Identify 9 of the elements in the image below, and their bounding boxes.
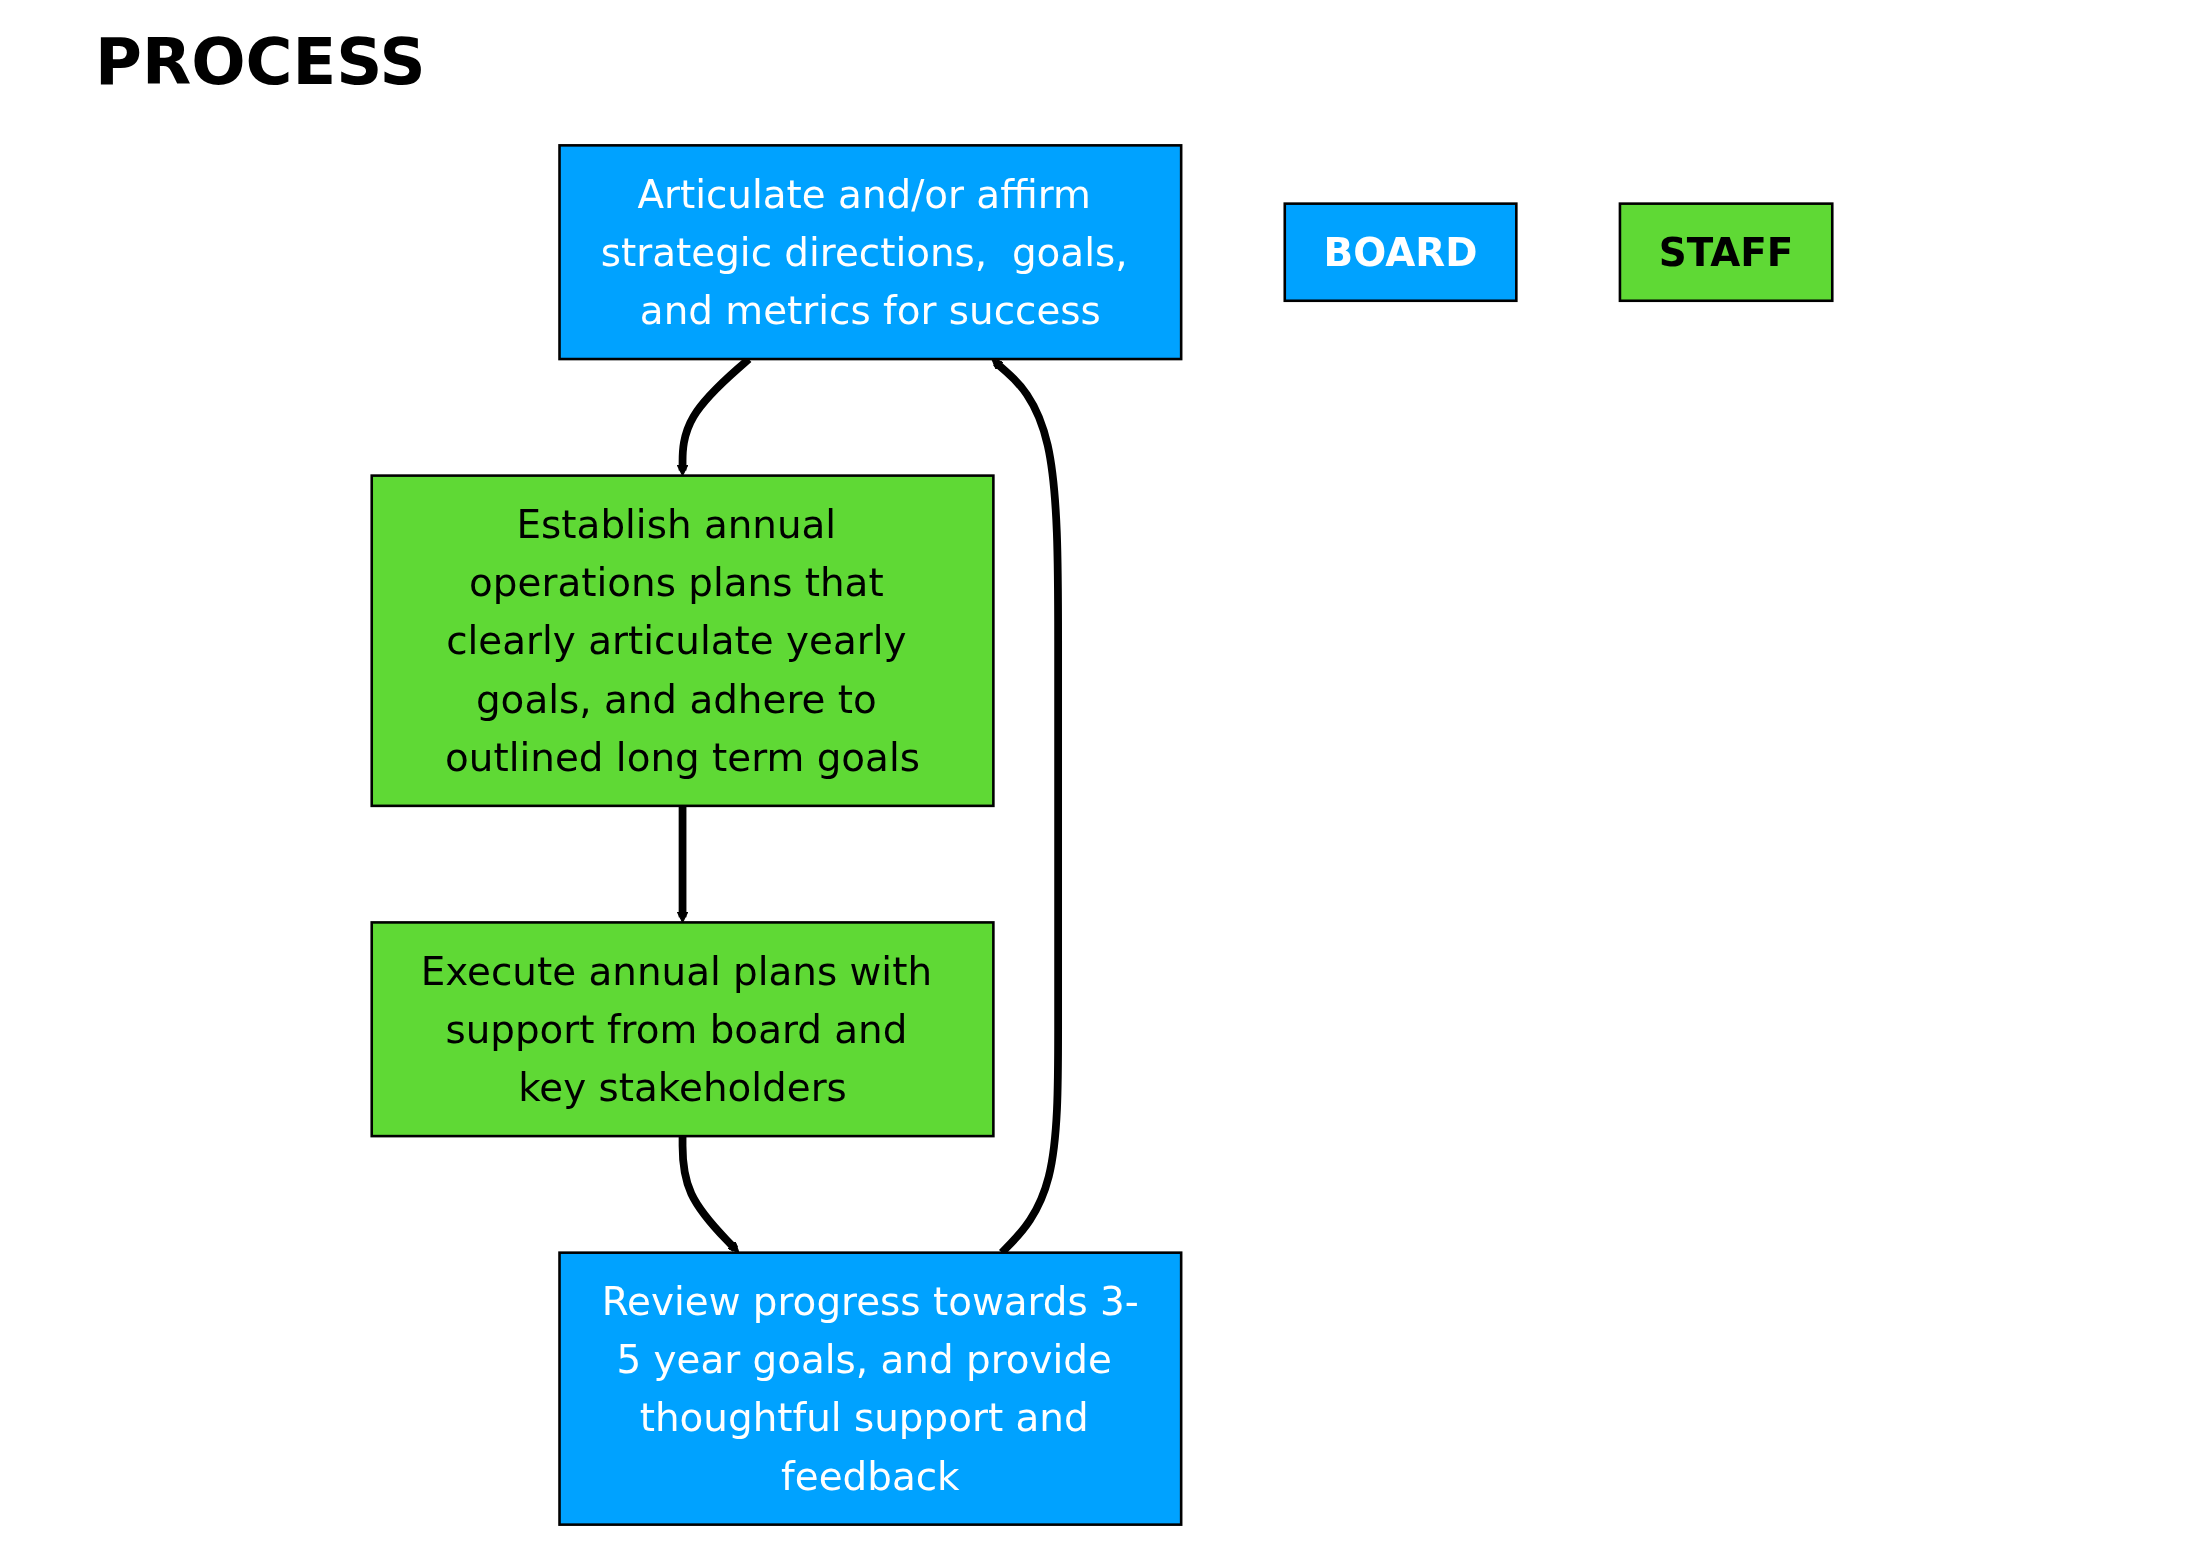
node-box: Review progress towards 3-5 year goals, and provide thoughtful support and feedback	[557, 1251, 1182, 1526]
diagram-title: PROCESS	[95, 25, 426, 99]
node-box: BOARD	[1282, 202, 1518, 303]
node-box: Articulate and/or affirm strategic directions, goals, and metrics for success	[557, 144, 1182, 361]
arrow	[676, 805, 688, 923]
node-box: STAFF	[1618, 202, 1834, 303]
node-box: Execute annual plans with support from board and key stakeholders	[369, 921, 995, 1138]
node-box: Establish annual operations plans that clearly articulate yearly goals, and adhere to outlined long term goals	[369, 474, 995, 808]
arrow	[678, 1136, 739, 1254]
